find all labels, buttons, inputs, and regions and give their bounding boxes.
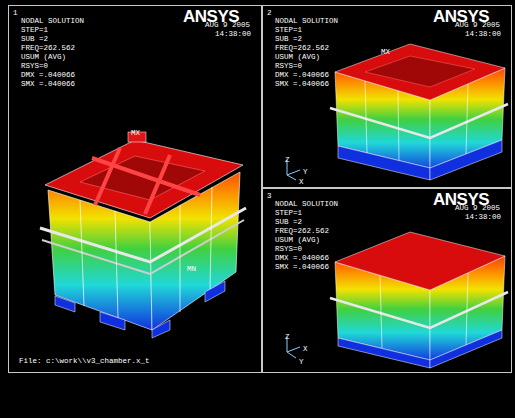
result-info: RSYS=0 xyxy=(275,63,302,71)
result-info: FREQ=262.562 xyxy=(275,45,329,53)
result-title: NODAL SOLUTION xyxy=(21,18,84,26)
result-info: SUB =2 xyxy=(275,36,302,44)
result-info: STEP=1 xyxy=(21,27,48,35)
time-stamp: 14:38:00 xyxy=(465,214,501,222)
result-info: STEP=1 xyxy=(275,210,302,218)
result-info: DMX =.040066 xyxy=(275,255,329,263)
viewport-number: 2 xyxy=(267,10,272,18)
result-info: USUM (AVG) xyxy=(21,54,66,62)
viewport-panel: 3NODAL SOLUTIONSTEP=1SUB =2FREQ=262.562U… xyxy=(262,188,512,373)
axis-label: X xyxy=(299,179,304,187)
viewport-panel: 2NODAL SOLUTIONSTEP=1SUB =2FREQ=262.562U… xyxy=(262,5,512,188)
viewport-number: 1 xyxy=(13,10,18,18)
result-info: SUB =2 xyxy=(21,36,48,44)
viewport-panel: 1NODAL SOLUTIONSTEP=1SUB =2FREQ=262.562U… xyxy=(8,5,262,373)
result-info: FREQ=262.562 xyxy=(275,228,329,236)
max-marker: MX xyxy=(381,49,390,57)
result-info: FREQ=262.562 xyxy=(21,45,75,53)
time-stamp: 14:38:00 xyxy=(465,31,501,39)
axis-label: Z xyxy=(285,334,290,342)
result-info: USUM (AVG) xyxy=(275,237,320,245)
axis-label: Z xyxy=(285,157,290,165)
result-info: RSYS=0 xyxy=(275,246,302,254)
result-info: RSYS=0 xyxy=(21,63,48,71)
time-stamp: 14:38:00 xyxy=(215,31,251,39)
min-marker: MN xyxy=(187,266,196,274)
result-info: DMX =.040066 xyxy=(275,72,329,80)
axis-label: X xyxy=(303,346,308,354)
axis-label: Y xyxy=(303,169,308,177)
chamber-model xyxy=(40,132,246,338)
ansys-logo: ANSYS xyxy=(183,8,239,25)
viewport-number: 3 xyxy=(267,193,272,201)
result-title: NODAL SOLUTION xyxy=(275,18,338,26)
result-info: STEP=1 xyxy=(275,27,302,35)
result-info: DMX =.040066 xyxy=(21,72,75,80)
chamber-model xyxy=(330,44,508,180)
result-info: SMX =.040066 xyxy=(275,81,329,89)
result-info: SMX =.040066 xyxy=(21,81,75,89)
chamber-section-model xyxy=(330,232,508,368)
max-marker: MX xyxy=(131,130,140,138)
result-info: SUB =2 xyxy=(275,219,302,227)
axis-label: Y xyxy=(299,359,304,367)
file-path: File: c:\work\\v3_chamber.x_t xyxy=(19,358,150,366)
ansys-logo: ANSYS xyxy=(433,191,489,208)
result-title: NODAL SOLUTION xyxy=(275,201,338,209)
result-info: USUM (AVG) xyxy=(275,54,320,62)
ansys-logo: ANSYS xyxy=(433,8,489,25)
result-info: SMX =.040066 xyxy=(275,264,329,272)
